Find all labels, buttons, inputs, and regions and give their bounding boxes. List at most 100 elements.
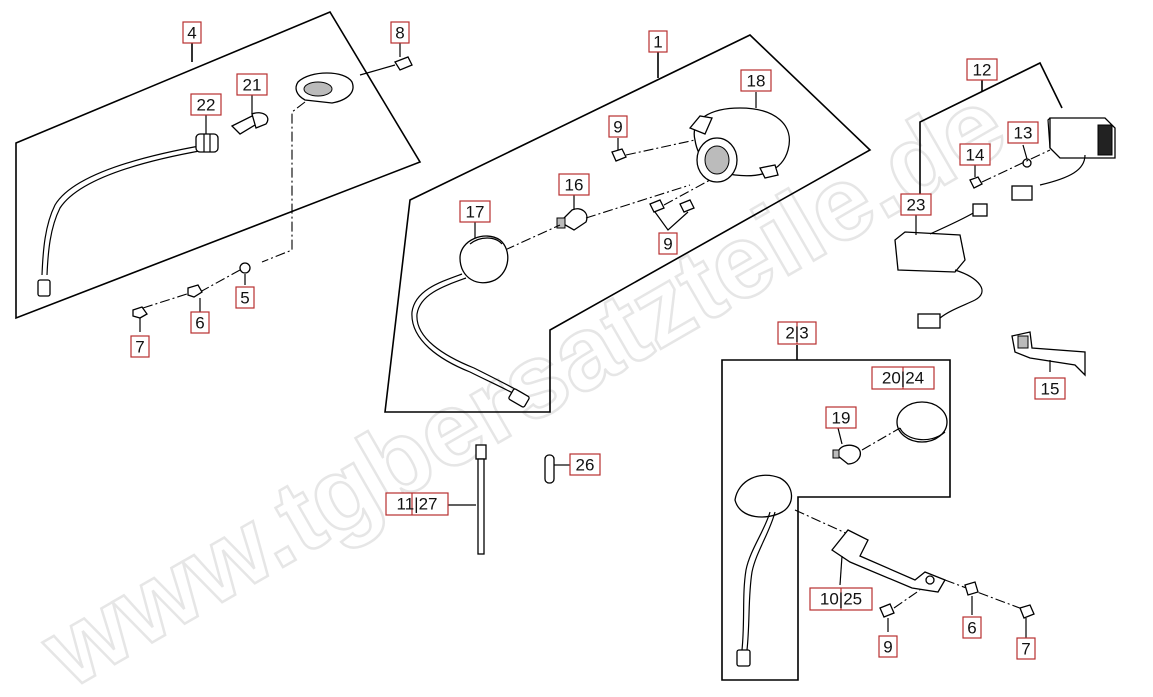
leader-lines bbox=[139, 43, 1051, 638]
svg-text:14: 14 bbox=[966, 146, 985, 165]
svg-text:5: 5 bbox=[240, 289, 249, 308]
group-1-outline bbox=[384, 34, 872, 413]
label-18: 18 bbox=[740, 69, 772, 92]
license-light-housing bbox=[295, 56, 413, 104]
label-15: 15 bbox=[1034, 377, 1066, 400]
label-7b: 7 bbox=[1016, 637, 1036, 660]
label-6b: 6 bbox=[962, 616, 982, 639]
relay-wire bbox=[1039, 154, 1086, 186]
relay-connector bbox=[1011, 185, 1033, 201]
cable-tie bbox=[475, 444, 487, 555]
lens-20-24 bbox=[896, 401, 948, 443]
screw-9d bbox=[879, 603, 895, 618]
lens-socket-17 bbox=[411, 235, 530, 408]
assembly-line-9a bbox=[625, 139, 696, 156]
assembly-line-7b bbox=[944, 579, 1026, 611]
svg-text:8: 8 bbox=[395, 24, 404, 43]
bracket-15 bbox=[1011, 331, 1086, 377]
assembly-line-4b bbox=[199, 269, 241, 293]
group-4-outline bbox=[15, 10, 422, 320]
label-26: 26 bbox=[569, 453, 601, 476]
control-unit-23 bbox=[894, 203, 988, 329]
svg-text:6: 6 bbox=[967, 619, 976, 638]
label-9a: 9 bbox=[608, 115, 628, 138]
label-9c: 9 bbox=[878, 635, 898, 658]
label-12: 12 bbox=[966, 58, 998, 81]
svg-text:6: 6 bbox=[195, 314, 204, 333]
svg-text:9: 9 bbox=[883, 638, 892, 657]
label-2-3: 2|3 bbox=[777, 321, 817, 345]
label-17: 17 bbox=[459, 200, 491, 223]
license-light-cable bbox=[37, 112, 269, 297]
washer-6 bbox=[187, 284, 203, 298]
svg-text:23: 23 bbox=[907, 196, 926, 215]
label-23: 23 bbox=[900, 193, 932, 216]
assembly-line-12 bbox=[981, 149, 1051, 183]
assembly-line-17 bbox=[504, 224, 561, 251]
svg-text:7: 7 bbox=[135, 338, 144, 357]
screw-9a bbox=[611, 148, 627, 162]
label-20-24: 20|24 bbox=[871, 366, 935, 390]
nut-7b bbox=[1019, 604, 1035, 619]
svg-text:20|24: 20|24 bbox=[882, 369, 924, 388]
svg-text:22: 22 bbox=[197, 96, 216, 115]
label-14: 14 bbox=[959, 143, 991, 166]
screw-9c bbox=[679, 199, 695, 213]
washer-13 bbox=[1022, 158, 1032, 168]
svg-text:11|27: 11|27 bbox=[397, 495, 438, 514]
label-13: 13 bbox=[1007, 121, 1039, 144]
label-7a: 7 bbox=[130, 335, 150, 358]
assembly-line-housing bbox=[794, 509, 851, 536]
label-8: 8 bbox=[390, 21, 410, 44]
svg-text:7: 7 bbox=[1021, 640, 1030, 659]
label-19: 19 bbox=[825, 406, 857, 429]
tail-light-housing-18 bbox=[688, 107, 790, 183]
svg-text:12: 12 bbox=[973, 61, 992, 80]
bracket-10-25 bbox=[831, 529, 946, 593]
leader-9-pair bbox=[654, 211, 689, 231]
label-22: 22 bbox=[190, 93, 222, 116]
clip-26 bbox=[544, 454, 555, 484]
label-5: 5 bbox=[235, 286, 255, 309]
bulb-16 bbox=[556, 208, 588, 231]
nut-14 bbox=[969, 176, 983, 189]
group-12-outline bbox=[919, 61, 1063, 215]
svg-text:19: 19 bbox=[832, 409, 851, 428]
label-16: 16 bbox=[558, 173, 590, 196]
svg-text:16: 16 bbox=[565, 176, 584, 195]
label-9b: 9 bbox=[658, 232, 678, 255]
signal-housing bbox=[734, 474, 793, 667]
screw-9b bbox=[649, 199, 665, 213]
label-1: 1 bbox=[648, 30, 668, 53]
svg-text:9: 9 bbox=[663, 235, 672, 254]
group-2-3-outline bbox=[721, 345, 951, 681]
label-21: 21 bbox=[236, 73, 268, 96]
assembly-line-4c bbox=[142, 292, 191, 309]
nut-7 bbox=[132, 306, 148, 319]
label-4: 4 bbox=[182, 21, 202, 44]
turn-relay-housing bbox=[1047, 117, 1116, 159]
svg-text:26: 26 bbox=[576, 456, 595, 475]
svg-text:18: 18 bbox=[747, 72, 766, 91]
assembly-line-19 bbox=[861, 427, 901, 451]
washer-6b bbox=[964, 581, 979, 596]
svg-text:2|3: 2|3 bbox=[785, 324, 808, 343]
label-6a: 6 bbox=[190, 311, 210, 334]
label-11-27: 11|27 bbox=[385, 492, 449, 516]
svg-text:13: 13 bbox=[1014, 124, 1033, 143]
svg-text:21: 21 bbox=[243, 76, 262, 95]
svg-text:4: 4 bbox=[187, 24, 196, 43]
assembly-line-4 bbox=[261, 101, 306, 263]
washer-5 bbox=[239, 262, 251, 274]
svg-text:10|25: 10|25 bbox=[820, 590, 862, 609]
assembly-line-9d bbox=[893, 589, 921, 609]
label-10-25: 10|25 bbox=[809, 587, 873, 611]
assembly-line-9b bbox=[663, 179, 711, 206]
bulb-19 bbox=[832, 444, 862, 465]
svg-text:9: 9 bbox=[613, 118, 622, 137]
svg-text:15: 15 bbox=[1041, 380, 1060, 399]
svg-text:17: 17 bbox=[466, 203, 485, 222]
assembly-line-16 bbox=[585, 184, 691, 219]
svg-text:1: 1 bbox=[653, 33, 662, 52]
